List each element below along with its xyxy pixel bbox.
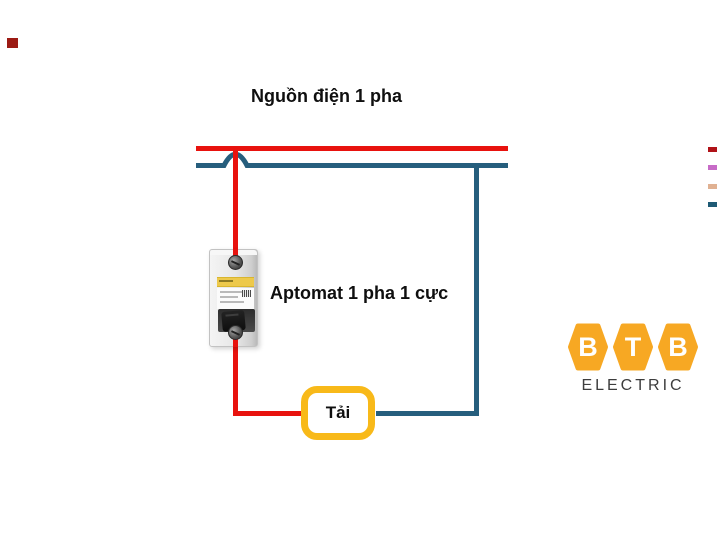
corner-red-square: [7, 38, 18, 48]
diagram-title: Nguồn điện 1 pha: [251, 86, 402, 106]
red-load-wire: [233, 342, 302, 416]
edge-stub-dark-red: [708, 147, 717, 152]
wire-stub-bottom: [233, 333, 238, 347]
logo-hexagon-t-icon: T: [612, 323, 654, 371]
edge-stub-pink: [708, 165, 717, 170]
breaker-yellow-label: [217, 277, 254, 287]
logo-letter: B: [668, 331, 688, 362]
logo-hexagon-b2-icon: B: [657, 323, 699, 371]
terminal-screw-top-icon: [228, 255, 243, 270]
edge-stub-teal: [708, 202, 717, 207]
load-label: Tải: [325, 403, 351, 422]
terminal-screw-bottom-icon: [228, 325, 243, 340]
logo-subtitle: ELECTRIC: [581, 377, 685, 394]
logo-hexagon-b1-icon: B: [567, 323, 609, 371]
load-box: Tải: [301, 386, 375, 440]
edge-stub-tan: [708, 184, 717, 189]
breaker-toggle-recess: [218, 309, 255, 332]
breaker-spec-label: [217, 288, 254, 309]
logo-letter: B: [578, 331, 598, 362]
logo-letter: T: [624, 331, 642, 362]
circuit-breaker-image: [205, 249, 262, 347]
logo-hexagons: B T B: [563, 323, 703, 371]
btb-electric-logo: B T B ELECTRIC: [563, 323, 703, 395]
breaker-barcode: [242, 290, 251, 297]
teal-load-wire: [376, 163, 479, 416]
breaker-label: Aptomat 1 pha 1 cực: [270, 283, 449, 303]
teal-bus-line-with-hop: [196, 151, 508, 168]
